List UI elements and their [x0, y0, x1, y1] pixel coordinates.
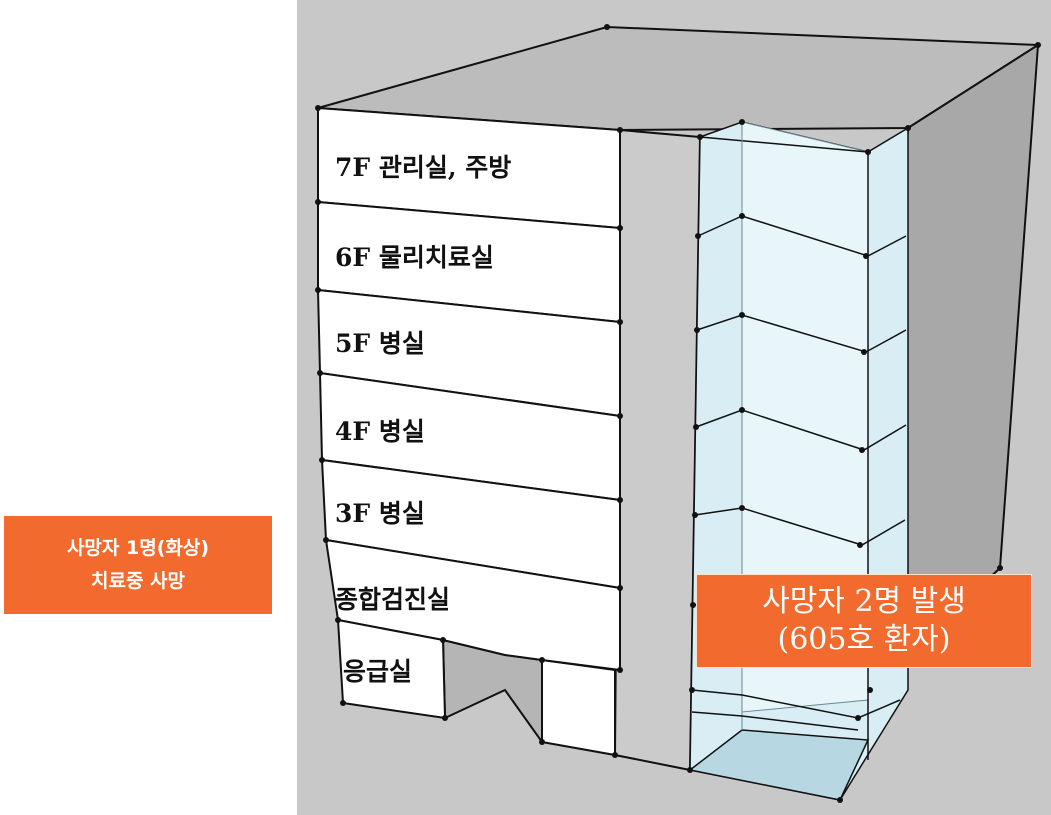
floor-label-1f: 응급실 — [343, 657, 412, 686]
floor-label-7f: 7F 관리실, 주방 — [335, 153, 511, 182]
front-face — [316, 106, 621, 720]
glass-shaft — [688, 121, 909, 801]
floor-label-4f: 4F 병실 — [335, 417, 425, 446]
entrance-wall — [541, 658, 616, 757]
floor-label-3f: 3F 병실 — [335, 499, 425, 528]
callout-right-line1: 사망자 2명 발생 — [762, 584, 966, 619]
callout-left-line1: 사망자 1명(화상) — [66, 537, 210, 559]
callout-right-line2: (605호 환자) — [777, 622, 951, 657]
callout-left: 사망자 1명(화상) 치료중 사망 — [4, 516, 272, 614]
floor-label-6f: 6F 물리치료실 — [335, 243, 494, 272]
floor-label-2f: 종합검진실 — [335, 585, 450, 614]
callout-right: 사망자 2명 발생 (605호 환자) — [696, 574, 1032, 668]
floor-label-5f: 5F 병실 — [335, 329, 425, 358]
callout-left-line2: 치료중 사망 — [90, 570, 185, 592]
building-core — [613, 128, 702, 772]
